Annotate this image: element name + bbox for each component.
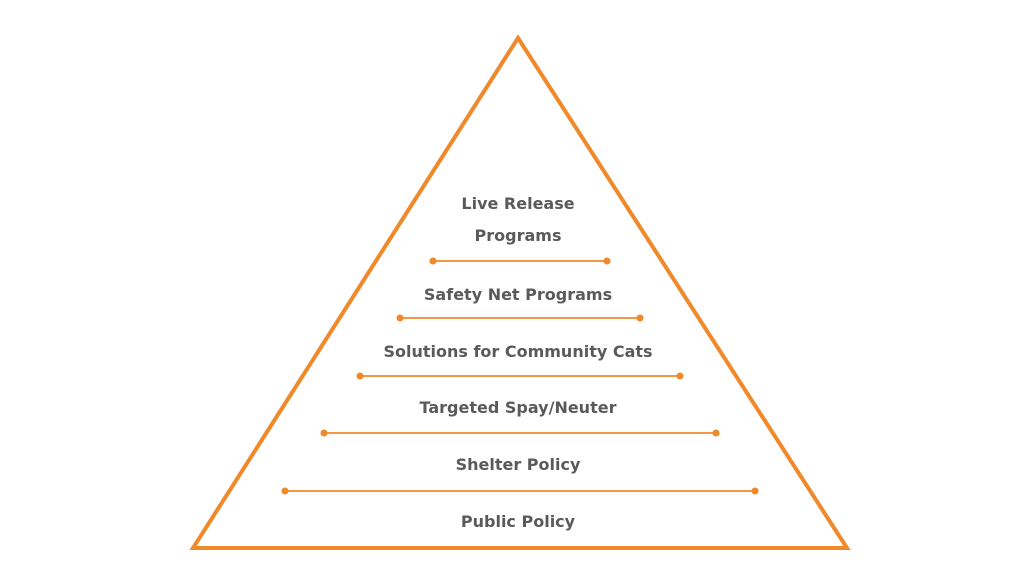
- tier-label-spay-neuter: Targeted Spay/Neuter: [420, 398, 617, 417]
- tier-label-community-cats: Solutions for Community Cats: [383, 342, 652, 361]
- tier-divider-3: [356, 372, 684, 380]
- tier-label-public-policy: Public Policy: [461, 512, 576, 531]
- tier-labels: Live Release Programs Safety Net Program…: [383, 194, 652, 531]
- tier-label-safety-net: Safety Net Programs: [424, 285, 612, 304]
- tier-dividers: [281, 257, 759, 495]
- tier-divider-2: [396, 314, 644, 322]
- tier-label-live-release-line-2: Programs: [475, 226, 562, 245]
- tier-divider-5: [281, 487, 759, 495]
- tier-label-live-release-line-1: Live Release: [461, 194, 574, 213]
- tier-label-shelter-policy: Shelter Policy: [456, 455, 581, 474]
- pyramid-outline: [189, 34, 851, 550]
- tier-divider-1: [429, 257, 611, 265]
- tier-divider-4: [320, 429, 720, 437]
